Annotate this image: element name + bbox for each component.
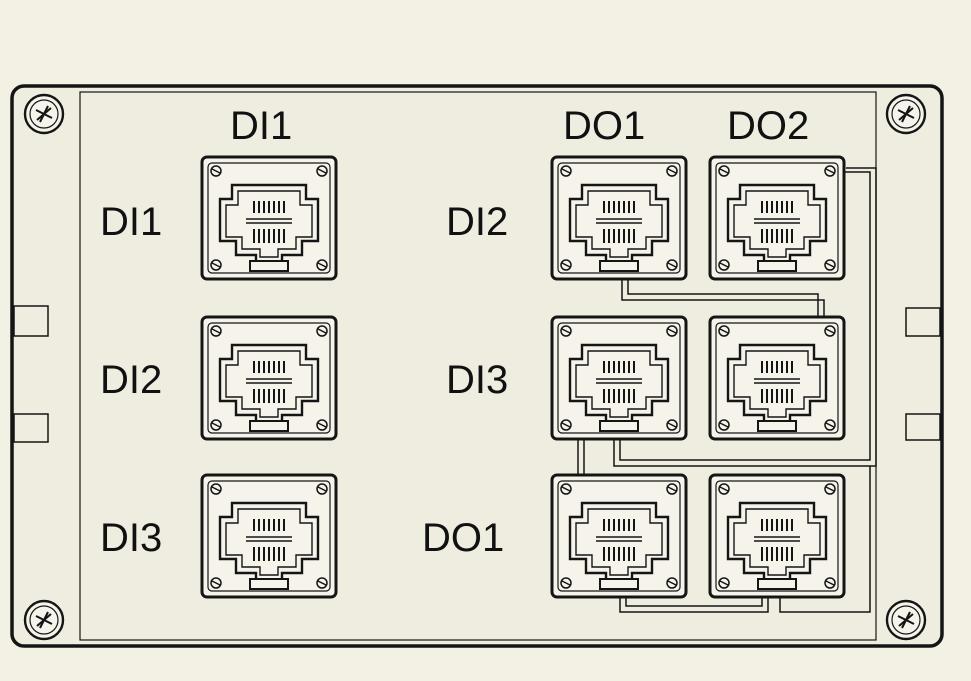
rj45-jack-icon bbox=[200, 473, 338, 599]
rj45-jack-icon bbox=[708, 315, 846, 441]
column-label-do1: DO1 bbox=[563, 104, 646, 148]
screw-icon bbox=[885, 599, 927, 641]
row-label-left-1: DI1 bbox=[100, 200, 163, 244]
row-label-right-1: DI2 bbox=[446, 200, 509, 244]
screw-icon bbox=[23, 599, 65, 641]
mounting-tab-icon bbox=[13, 305, 941, 443]
rj45-jack-icon bbox=[550, 155, 688, 281]
column-label-di1: DI1 bbox=[230, 104, 293, 148]
rj45-jack-icon bbox=[200, 315, 338, 441]
rj45-jack-icon bbox=[708, 155, 846, 281]
column-label-do2: DO2 bbox=[727, 104, 810, 148]
screw-icon bbox=[885, 93, 927, 135]
rj45-jack-icon bbox=[550, 315, 688, 441]
rj45-jack-icon bbox=[708, 473, 846, 599]
row-label-right-2: DI3 bbox=[446, 358, 509, 402]
screw-icon bbox=[23, 93, 65, 135]
row-label-left-3: DI3 bbox=[100, 516, 163, 560]
rj45-jack-icon bbox=[550, 473, 688, 599]
rj45-jack-icon bbox=[200, 155, 338, 281]
row-label-right-3: DO1 bbox=[422, 516, 505, 560]
wiring bbox=[577, 167, 877, 613]
row-label-left-2: DI2 bbox=[100, 358, 163, 402]
